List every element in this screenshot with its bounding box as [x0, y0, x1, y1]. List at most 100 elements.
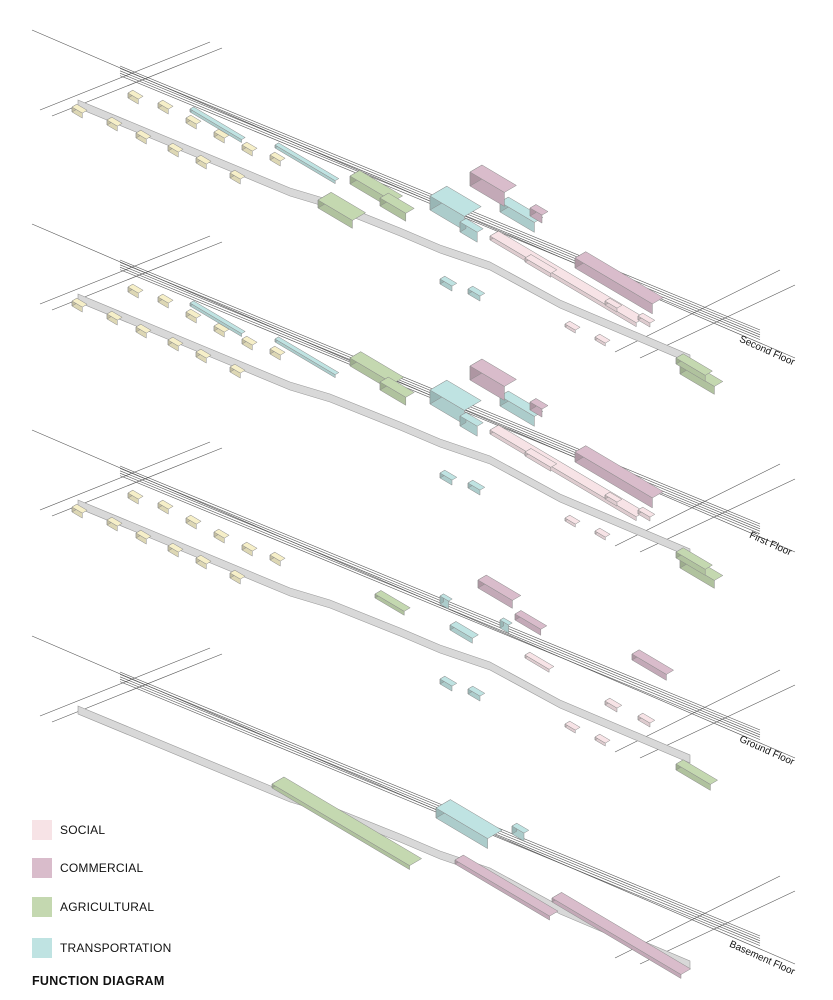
second-floor-commercial-block-12	[574, 251, 664, 315]
ground-floor-transportation-block-4	[499, 617, 513, 634]
ground-floor-housing-block-0	[71, 503, 88, 519]
ground-floor-housing-block-8-top	[185, 514, 202, 525]
second-floor-housing-block-8-top	[185, 114, 202, 125]
first-floor-cross-street-1	[39, 235, 211, 305]
ground-floor-housing-block-3-top	[167, 542, 184, 553]
first-floor-social-block-10	[524, 448, 558, 472]
second-floor-housing-block-10	[241, 141, 258, 157]
ground-floor-housing-block-1-top	[106, 516, 123, 527]
ground-floor-social-block-10	[564, 720, 581, 734]
first-floor-social-block-14-top	[564, 514, 581, 525]
first-floor-transportation-block-16-top	[439, 469, 458, 481]
basement-floor-agricultural-block-0-front	[271, 783, 410, 871]
second-floor-housing-block-7	[157, 99, 174, 115]
diagram-title: FUNCTION DIAGRAM	[32, 974, 165, 988]
basement-floor-transportation-block-1-top	[435, 799, 503, 839]
second-floor-transportation-block-1-top	[274, 142, 340, 181]
basement-floor-cross-street-1	[39, 647, 211, 717]
first-floor-transportation-block-17-top	[467, 479, 486, 491]
second-floor-walkway	[77, 99, 691, 364]
basement-floor-rail-line-0	[119, 671, 761, 937]
second-floor-agricultural-block-4-top	[379, 192, 415, 214]
basement-floor-transportation-block-2	[511, 822, 530, 842]
legend-label-commercial: COMMERCIAL	[60, 861, 144, 875]
first-floor-social-block-12	[604, 491, 623, 507]
second-floor-transportation-block-5	[429, 185, 482, 231]
first-floor-housing-block-5	[229, 363, 246, 379]
ground-floor-social-block-6	[524, 651, 555, 673]
first-floor-agricultural-block-2-top	[349, 351, 405, 384]
commercial-swatch	[32, 858, 52, 878]
ground-floor-rail-line-3	[119, 472, 761, 738]
first-floor-transportation-block-17	[467, 479, 486, 496]
ground-floor-social-block-8	[604, 697, 623, 713]
first-floor-housing-block-0	[71, 297, 88, 313]
first-floor-housing-block-2-top	[135, 323, 152, 334]
first-floor-housing-block-7-top	[157, 293, 174, 304]
first-floor-housing-block-6	[127, 283, 144, 299]
first-floor-walkway	[77, 293, 691, 558]
first-floor-housing-block-11	[269, 345, 286, 361]
second-floor-commercial-block-8-top	[469, 164, 517, 193]
first-floor-transportation-block-0-top	[189, 300, 246, 334]
second-floor-transportation-block-0-top	[189, 106, 246, 140]
first-floor-housing-block-10-top	[241, 335, 258, 346]
second-floor-housing-block-11-top	[269, 151, 286, 162]
ground-floor-transportation-block-5-top	[449, 621, 479, 639]
ground-floor-commercial-block-2-top	[514, 610, 548, 630]
first-floor-housing-block-6-top	[127, 283, 144, 294]
first-floor-social-block-15-top	[594, 527, 611, 538]
second-floor-housing-block-6	[127, 89, 144, 105]
ground-floor-housing-block-2	[135, 529, 152, 545]
ground-floor-commercial-block-2	[514, 610, 548, 636]
second-floor-housing-block-4	[195, 154, 212, 170]
second-floor-transportation-block-5-top	[429, 185, 482, 217]
first-floor-transportation-block-0	[189, 300, 246, 338]
second-floor-housing-block-8	[185, 114, 202, 130]
first-floor	[31, 223, 796, 589]
ground-floor-commercial-block-1-top	[477, 574, 522, 601]
first-floor-agricultural-block-3-top	[379, 376, 415, 398]
first-floor-social-block-14	[564, 514, 581, 528]
second-floor-housing-block-5	[229, 169, 246, 185]
ground-floor-cross-street-1	[39, 441, 211, 511]
first-floor-social-block-13-top	[637, 506, 656, 518]
first-floor-agricultural-block-3	[379, 376, 415, 406]
ground-floor-transportation-block-13	[467, 685, 486, 702]
first-floor-agricultural-block-19-top	[675, 547, 713, 570]
second-floor-housing-block-6-top	[127, 89, 144, 100]
second-floor-housing-block-1	[106, 116, 123, 132]
basement-floor-commercial-block-4	[551, 891, 692, 979]
second-floor-agricultural-block-20-top	[675, 353, 713, 376]
ground-floor-social-block-9-top	[637, 712, 656, 724]
ground-floor-transportation-block-3	[439, 593, 453, 610]
first-floor-commercial-block-8	[529, 398, 549, 418]
second-floor-housing-block-3	[167, 142, 184, 158]
ground-floor-commercial-block-7-top	[631, 649, 675, 675]
second-floor-social-block-15	[564, 320, 581, 334]
basement-floor-cross-street-2	[51, 653, 223, 723]
first-floor-housing-block-3	[167, 336, 184, 352]
first-floor-transportation-block-4	[429, 379, 482, 425]
second-floor-transportation-block-6	[459, 218, 484, 243]
first-floor-transportation-block-5	[459, 412, 484, 437]
ground-floor	[31, 429, 796, 791]
first-floor-housing-block-11-top	[269, 345, 286, 356]
second-floor-agricultural-block-2	[317, 191, 367, 229]
ground-floor-transportation-block-3-top	[439, 593, 453, 602]
second-floor-social-block-14-top	[637, 312, 656, 324]
second-floor-social-block-13-top	[604, 297, 623, 309]
first-floor-housing-block-8-top	[185, 308, 202, 319]
legend-label-transportation: TRANSPORTATION	[60, 941, 172, 955]
ground-floor-housing-block-9	[213, 528, 230, 544]
ground-floor-transportation-block-4-top	[499, 617, 513, 626]
basement-floor-agricultural-block-0-top	[271, 776, 423, 866]
first-floor-transportation-block-16	[439, 469, 458, 486]
ground-floor-housing-block-1	[106, 516, 123, 532]
ground-floor-housing-block-6	[127, 489, 144, 505]
first-floor-housing-block-1-top	[106, 310, 123, 321]
ground-floor-housing-block-5-top	[229, 569, 246, 580]
first-floor-housing-block-5-top	[229, 363, 246, 374]
